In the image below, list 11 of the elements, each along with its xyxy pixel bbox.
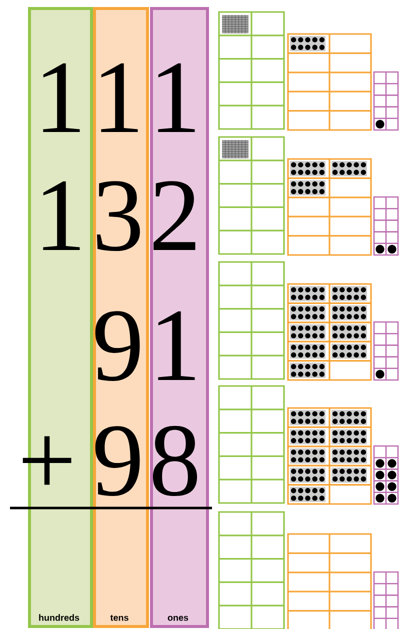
digit: 1: [158, 63, 195, 132]
plus-sign: +: [22, 436, 72, 485]
digit: 9: [95, 426, 140, 496]
digit: 1: [43, 63, 80, 132]
digit: 1: [101, 63, 138, 132]
digit: 9: [95, 311, 140, 382]
digit: 2: [154, 181, 196, 250]
digit: 1: [43, 181, 80, 250]
digit: 8: [152, 426, 198, 496]
digit: 3: [96, 181, 140, 252]
digit: 1: [158, 311, 195, 380]
